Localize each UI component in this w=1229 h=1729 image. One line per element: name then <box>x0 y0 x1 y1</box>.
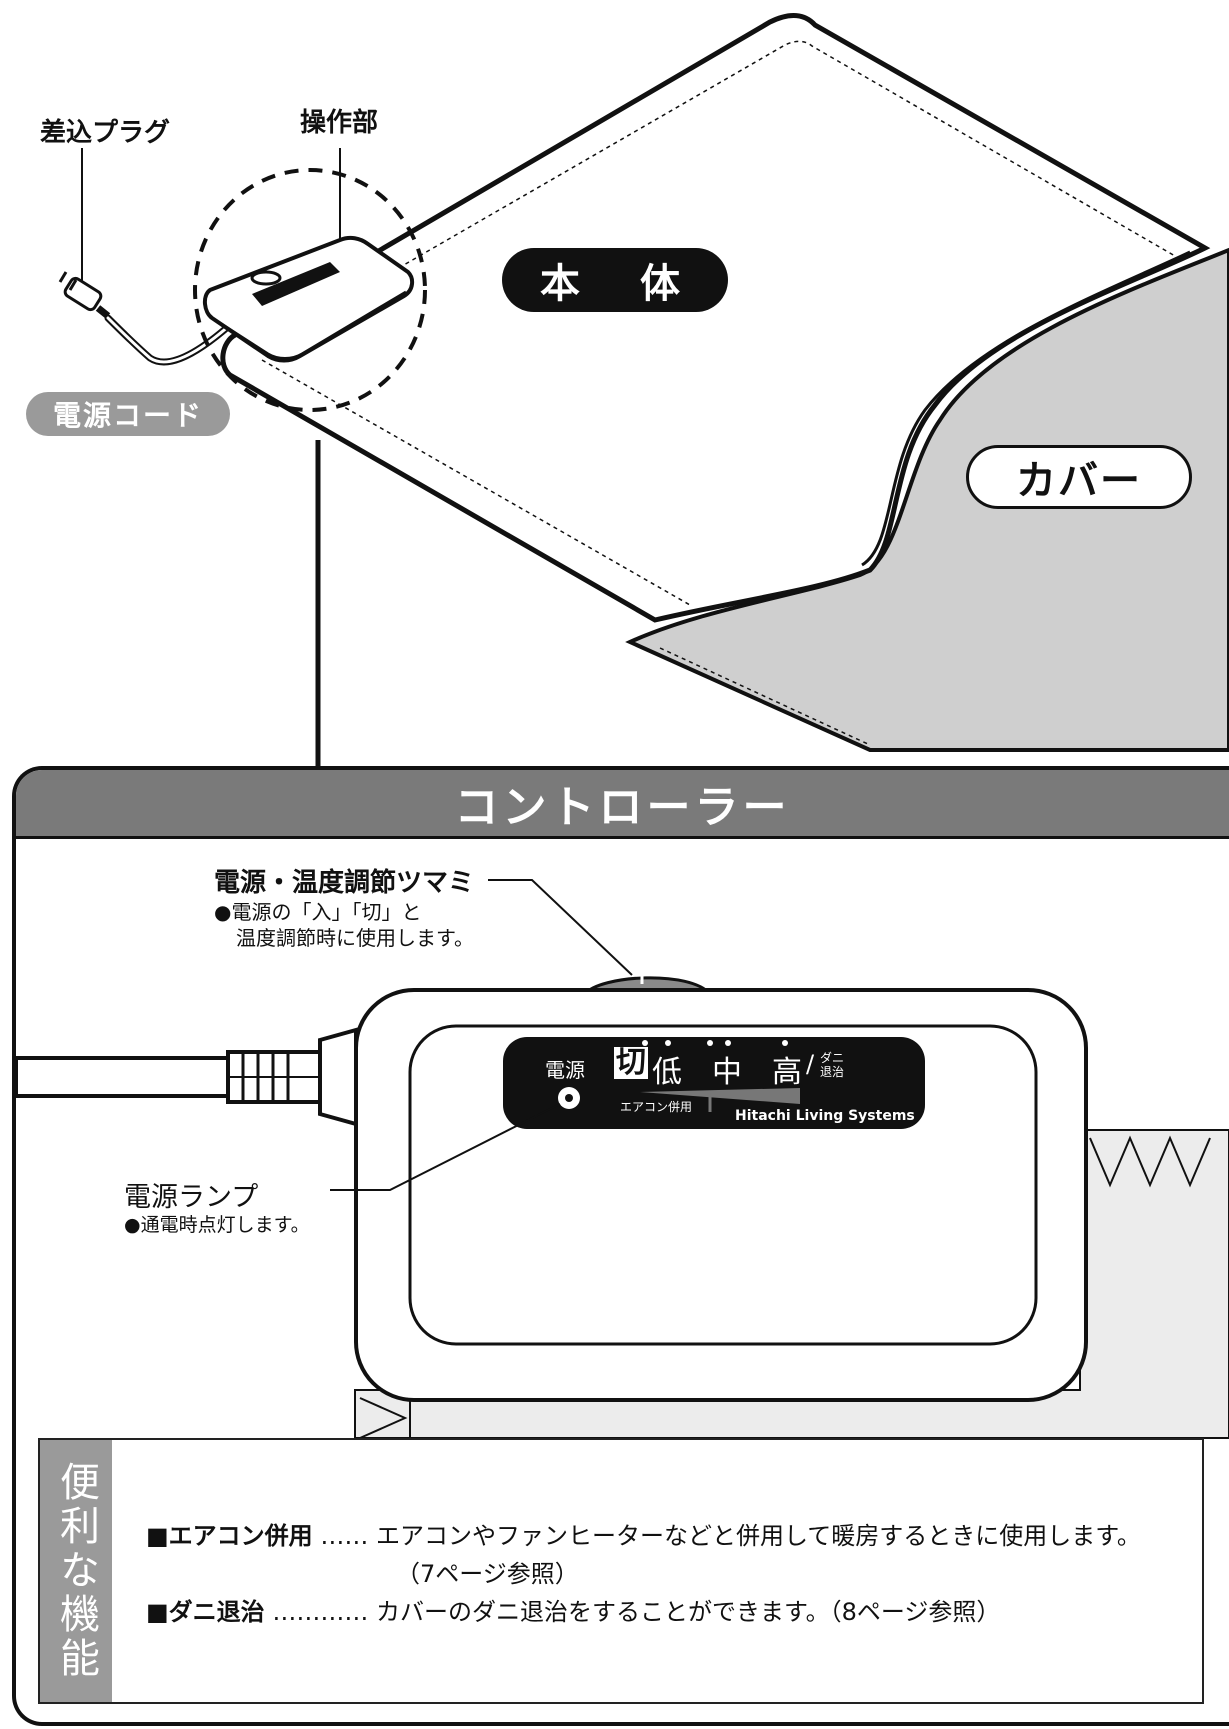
control-unit-label: 操作部 <box>300 108 379 138</box>
knob-desc-1: ●電源の「入」「切」と <box>214 900 422 924</box>
face-power: 電源 <box>545 1058 585 1082</box>
face-mite-1: ダニ <box>820 1051 845 1065</box>
cover-stitch <box>659 647 871 746</box>
feature-mite-row: ■ダニ退治 ………… カバーのダニ退治をすることができます。（8ページ参照） <box>146 1592 1000 1627</box>
feature-aircon-dots: …… <box>320 1522 369 1550</box>
blanket-body <box>220 13 1211 623</box>
knob-title: 電源・温度調節ツマミ <box>214 868 475 898</box>
plug-icon <box>58 271 111 319</box>
cover-label: カバー <box>966 445 1192 509</box>
power-cord-label: 電源コード <box>26 392 230 436</box>
plug-label: 差込プラグ <box>40 118 171 148</box>
face-brand: Hitachi Living Systems <box>735 1108 915 1124</box>
face-high: 高 <box>772 1055 802 1090</box>
feature-mite-name: ■ダニ退治 <box>146 1598 265 1626</box>
features-side-title: 便利な機能 <box>40 1440 112 1702</box>
knob-desc-2: 温度調節時に使用します。 <box>236 926 474 950</box>
features-box: 便利な機能 ■エアコン併用 …… エアコンやファンヒーターなどと併用して暖房する… <box>38 1438 1204 1704</box>
blanket-stitch <box>259 40 1176 606</box>
face-low: 低 <box>652 1055 682 1090</box>
face-mite-2: 退治 <box>820 1065 845 1079</box>
face-slash: / <box>806 1050 815 1078</box>
feature-aircon-desc: エアコンやファンヒーターなどと併用して暖房するときに使用します。 <box>375 1522 1141 1550</box>
lamp-title: 電源ランプ <box>124 1182 259 1213</box>
feature-mite-dots: ………… <box>272 1598 369 1626</box>
control-unit-small <box>203 235 415 363</box>
controller-title: コントローラー <box>16 770 1229 839</box>
feature-aircon-row: ■エアコン併用 …… エアコンやファンヒーターなどと併用して暖房するときに使用し… <box>146 1516 1141 1551</box>
feature-mite-desc: カバーのダニ退治をすることができます。（8ページ参照） <box>375 1598 1001 1626</box>
zoom-circle <box>193 168 427 412</box>
feature-aircon-note: （7ページ参照） <box>396 1560 579 1588</box>
face-aircon: エアコン併用 <box>620 1100 693 1114</box>
body-label: 本 体 <box>502 248 728 312</box>
lamp-desc: ●通電時点灯します。 <box>124 1214 310 1236</box>
feature-aircon-name: ■エアコン併用 <box>146 1522 313 1550</box>
face-off: 切 <box>614 1045 648 1080</box>
face-mid: 中 <box>712 1055 742 1090</box>
cover-shape <box>625 247 1229 752</box>
blanket-edge <box>861 250 1191 567</box>
